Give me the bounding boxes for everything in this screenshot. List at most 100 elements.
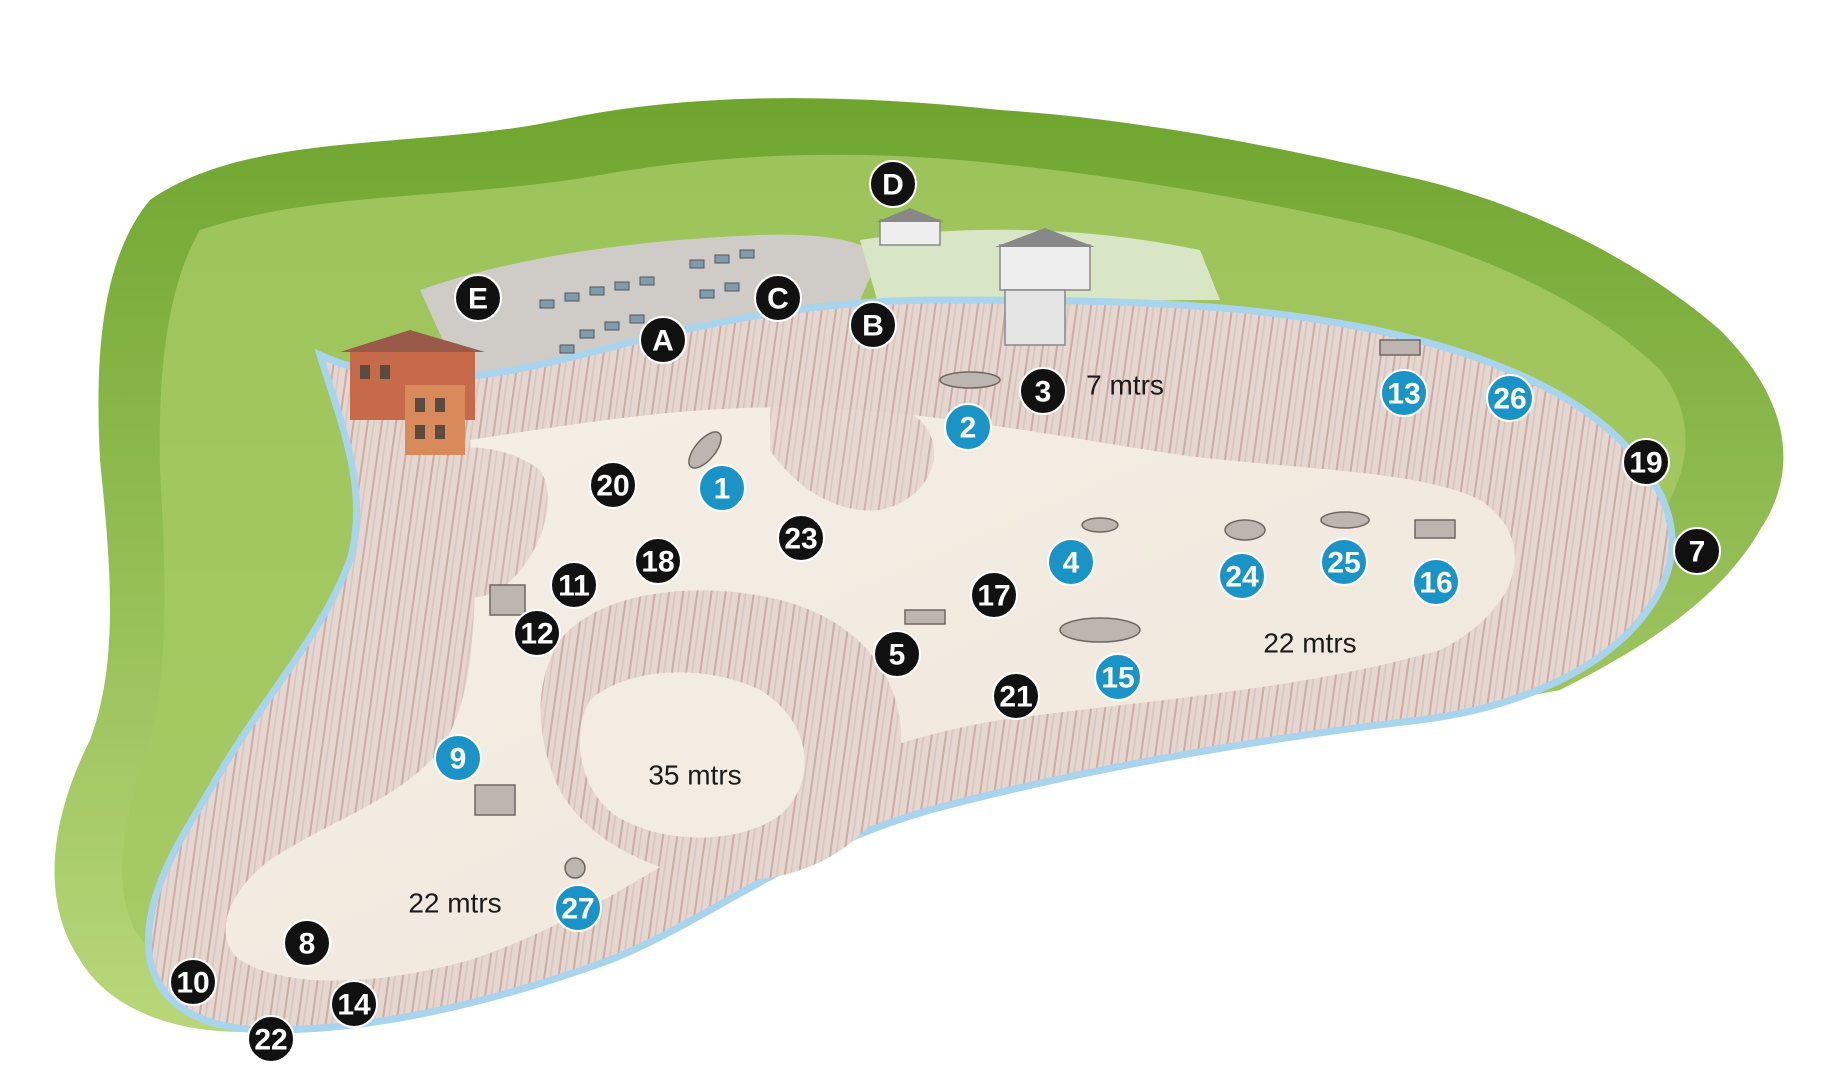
feature-marker-circle (283, 919, 331, 967)
feature-marker-22[interactable]: 22 (247, 1015, 295, 1063)
attraction-marker-label: 27 (561, 893, 594, 926)
facility-marker-label: D (882, 169, 904, 202)
attraction-marker-27[interactable]: 27 (554, 884, 602, 932)
feature-marker-10[interactable]: 10 (169, 958, 217, 1006)
depth-label-deep-hole: 35 mtrs (648, 760, 741, 791)
feature-marker-23[interactable]: 23 (777, 514, 825, 562)
feature-marker-14[interactable]: 14 (330, 980, 378, 1028)
attraction-marker-label: 26 (1493, 383, 1526, 416)
parked-cars (539, 249, 755, 354)
attraction-marker-26[interactable]: 26 (1486, 374, 1534, 422)
attraction-marker-circle (554, 884, 602, 932)
facility-marker-circle (754, 274, 802, 322)
feature-marker-label: 23 (784, 523, 817, 556)
attraction-marker-label: 9 (450, 743, 467, 776)
attraction-marker-label: 15 (1101, 662, 1134, 695)
attraction-marker-label: 13 (1387, 378, 1420, 411)
feature-marker-circle (550, 561, 598, 609)
attraction-marker-15[interactable]: 15 (1094, 653, 1142, 701)
feature-marker-circle (634, 537, 682, 585)
facility-marker-circle (849, 301, 897, 349)
attraction-marker-25[interactable]: 25 (1320, 538, 1368, 586)
feature-marker-11[interactable]: 11 (550, 561, 598, 609)
facility-marker-label: C (767, 283, 789, 316)
feature-marker-label: 5 (889, 639, 906, 672)
attraction-marker-circle (1218, 552, 1266, 600)
car-park (420, 234, 880, 400)
feature-marker-label: 17 (977, 580, 1010, 613)
depth-label-shallow: 7 mtrs (1086, 370, 1164, 401)
feature-marker-7[interactable]: 7 (1673, 527, 1721, 575)
attraction-marker-circle (434, 734, 482, 782)
feature-marker-circle (513, 609, 561, 657)
feature-marker-17[interactable]: 17 (970, 571, 1018, 619)
attraction-marker-label: 25 (1327, 547, 1360, 580)
attraction-marker-circle (1047, 538, 1095, 586)
feature-marker-12[interactable]: 12 (513, 609, 561, 657)
attraction-marker-label: 2 (960, 412, 977, 445)
feature-marker-circle (777, 514, 825, 562)
attraction-marker-9[interactable]: 9 (434, 734, 482, 782)
feature-marker-circle (247, 1015, 295, 1063)
feature-marker-circle (1622, 438, 1670, 486)
feature-marker-19[interactable]: 19 (1622, 438, 1670, 486)
feature-marker-circle (589, 461, 637, 509)
facility-marker-C[interactable]: C (754, 274, 802, 322)
feature-marker-label: 3 (1035, 376, 1052, 409)
attraction-marker-label: 1 (714, 473, 731, 506)
depth-label-main-basin: 22 mtrs (1263, 628, 1356, 659)
feature-marker-circle (1673, 527, 1721, 575)
facility-marker-A[interactable]: A (639, 316, 687, 364)
feature-marker-20[interactable]: 20 (589, 461, 637, 509)
facility-marker-B[interactable]: B (849, 301, 897, 349)
attraction-marker-label: 16 (1419, 567, 1452, 600)
dive-centre-building (995, 228, 1095, 346)
attraction-marker-label: 24 (1225, 561, 1259, 594)
attraction-marker-24[interactable]: 24 (1218, 552, 1266, 600)
feature-marker-label: 19 (1629, 447, 1662, 480)
feature-marker-circle (169, 958, 217, 1006)
feature-marker-label: 22 (254, 1024, 287, 1057)
feature-marker-3[interactable]: 3 (1019, 367, 1067, 415)
feature-marker-label: 18 (641, 546, 674, 579)
feature-marker-circle (1019, 367, 1067, 415)
facility-marker-label: A (652, 325, 674, 358)
feature-marker-label: 14 (337, 989, 371, 1022)
deep-hole-floor (579, 672, 805, 838)
attraction-marker-circle (1486, 374, 1534, 422)
feature-marker-21[interactable]: 21 (992, 672, 1040, 720)
facility-marker-circle (869, 160, 917, 208)
facility-marker-label: E (468, 283, 488, 316)
rock-ridge (770, 389, 935, 511)
facility-marker-E[interactable]: E (454, 274, 502, 322)
feature-marker-label: 21 (999, 681, 1032, 714)
depth-label-far-end: 22 mtrs (408, 888, 501, 919)
feature-marker-circle (873, 630, 921, 678)
facility-marker-circle (639, 316, 687, 364)
feature-marker-label: 10 (176, 967, 209, 1000)
feature-marker-circle (970, 571, 1018, 619)
feature-marker-circle (992, 672, 1040, 720)
facility-marker-label: B (862, 310, 884, 343)
feature-marker-8[interactable]: 8 (283, 919, 331, 967)
feature-marker-label: 7 (1689, 536, 1706, 569)
feature-marker-18[interactable]: 18 (634, 537, 682, 585)
attraction-marker-circle (1320, 538, 1368, 586)
attraction-marker-13[interactable]: 13 (1380, 369, 1428, 417)
lodge-building (876, 208, 944, 246)
attraction-marker-circle (698, 464, 746, 512)
feature-marker-label: 20 (596, 470, 629, 503)
attraction-marker-circle (944, 403, 992, 451)
attraction-marker-circle (1412, 558, 1460, 606)
attraction-marker-label: 4 (1063, 547, 1080, 580)
attraction-marker-1[interactable]: 1 (698, 464, 746, 512)
facility-marker-D[interactable]: D (869, 160, 917, 208)
water-edge (145, 296, 1676, 1034)
attraction-marker-4[interactable]: 4 (1047, 538, 1095, 586)
attraction-marker-2[interactable]: 2 (944, 403, 992, 451)
attraction-marker-16[interactable]: 16 (1412, 558, 1460, 606)
feature-marker-5[interactable]: 5 (873, 630, 921, 678)
feature-marker-label: 8 (299, 928, 316, 961)
